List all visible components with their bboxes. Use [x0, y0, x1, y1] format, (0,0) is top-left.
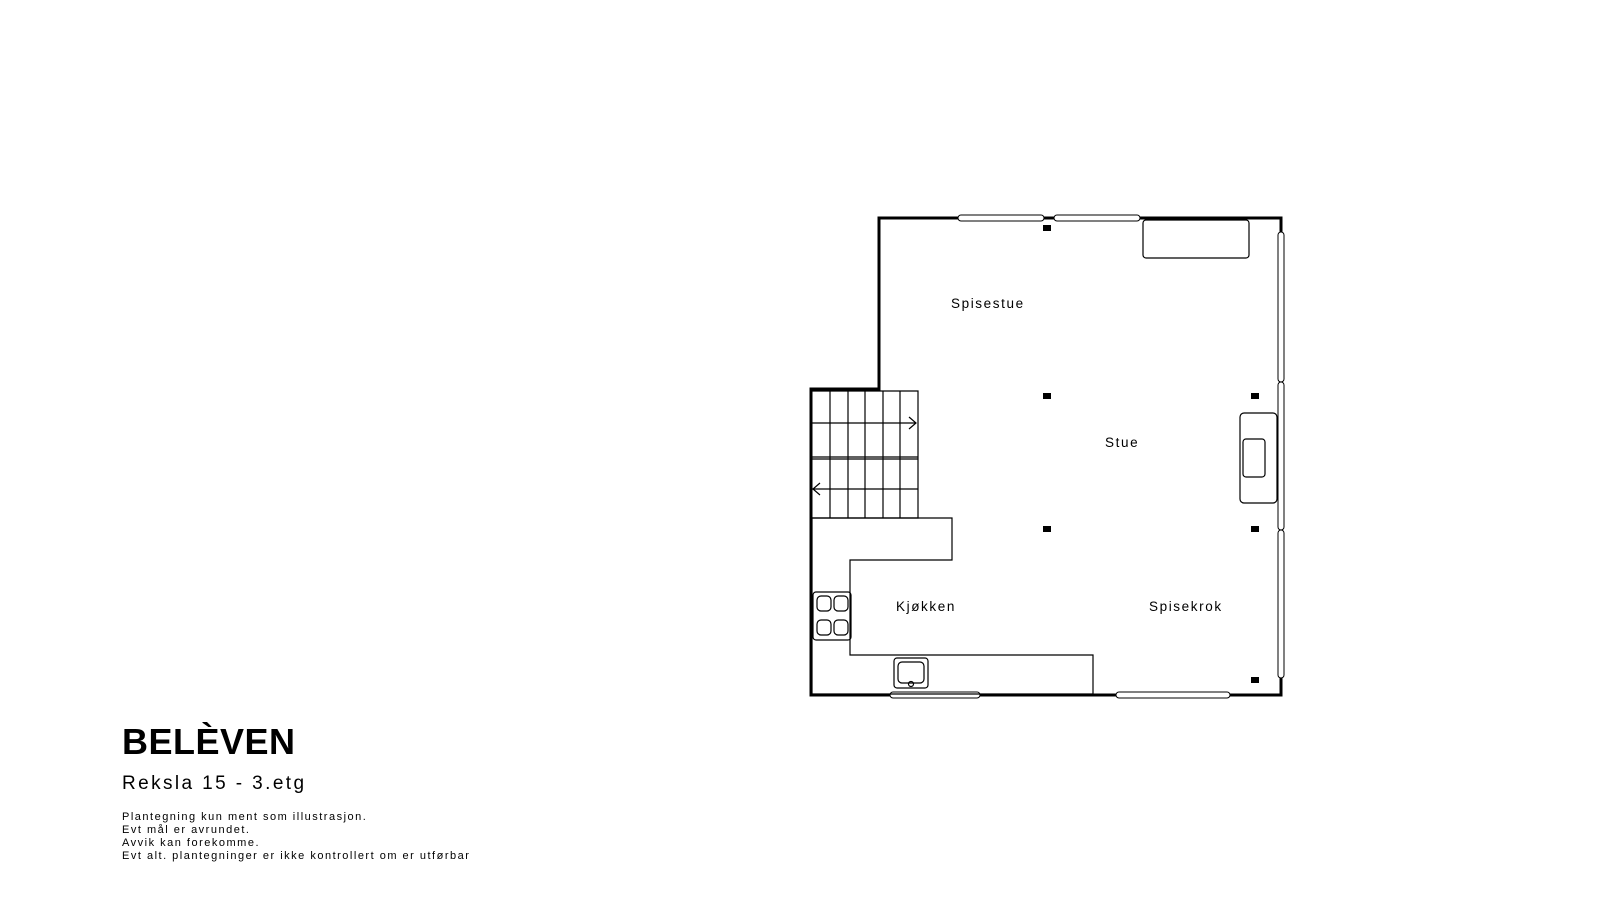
bench-furniture	[1142, 219, 1250, 259]
column	[1251, 677, 1259, 683]
plan-title: Reksla 15 - 3.etg	[122, 773, 307, 794]
staircase	[812, 390, 919, 519]
room-label-spisestue: Spisestue	[951, 296, 1025, 311]
column	[1043, 526, 1051, 532]
column	[1043, 393, 1051, 399]
fireplace-outer	[1239, 412, 1278, 504]
disclaimer-line: Evt alt. plantegninger er ikke kontrolle…	[122, 850, 471, 862]
room-label-kjokken: Kjøkken	[896, 599, 956, 614]
window-right-3	[1277, 529, 1285, 679]
room-label-spisekrok: Spisekrok	[1149, 599, 1223, 614]
window-bottom-1	[889, 691, 981, 699]
brand-logo: BELÈVEN	[122, 721, 296, 762]
disclaimer-line: Plantegning kun ment som illustrasjon.	[122, 811, 368, 823]
outer-walls	[809, 216, 1283, 697]
disclaimer-line: Evt mål er avrundet.	[122, 824, 251, 836]
window-right-1	[1277, 231, 1285, 383]
window-top-2	[1053, 214, 1141, 222]
sink-icon	[893, 657, 929, 689]
room-label-stue: Stue	[1105, 435, 1139, 450]
window-bottom-2	[1115, 691, 1231, 699]
column	[1251, 526, 1259, 532]
stove-icon	[812, 591, 852, 641]
fireplace-inner	[1242, 438, 1266, 478]
window-right-2	[1277, 381, 1285, 531]
column	[1043, 225, 1051, 231]
kitchen-island	[811, 517, 1094, 695]
disclaimer-line: Avvik kan forekomme.	[122, 837, 261, 849]
column	[1251, 393, 1259, 399]
disclaimer: Plantegning kun ment som illustrasjon. E…	[122, 811, 470, 863]
window-top-1	[957, 214, 1045, 222]
